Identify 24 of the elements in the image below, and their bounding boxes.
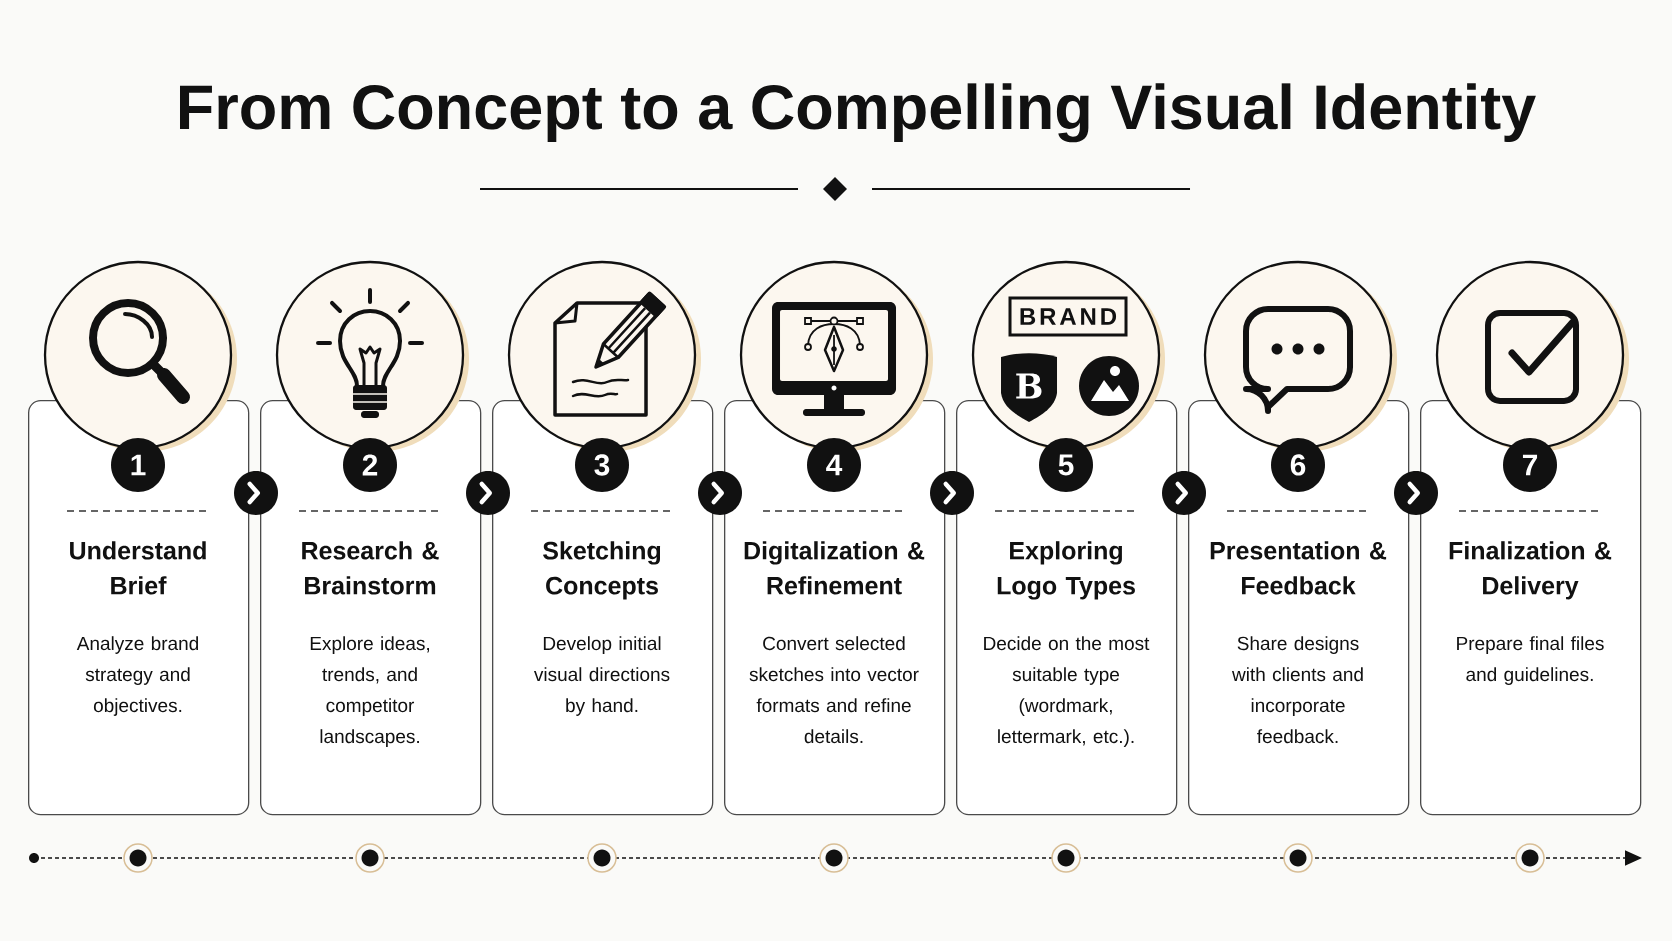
step-title: Exploring Logo Types <box>997 541 1135 600</box>
step-description: Convert selected sketches into vector formats and refine details. <box>749 636 919 744</box>
step-description: Develop initial visual directions by hand. <box>533 636 670 716</box>
step-number: 2 <box>343 438 397 492</box>
step-number: 3 <box>575 438 629 492</box>
step-title: Sketching Concepts <box>543 541 661 600</box>
step-title: Research & Brainstorm <box>302 541 439 595</box>
step-title: Presentation & Feedback <box>1210 541 1387 595</box>
shield-badge: B <box>1001 353 1057 422</box>
step-description: Explore ideas, trends, and competitor landscapes. <box>310 636 429 747</box>
step-description: Prepare final files and guidelines. <box>1457 636 1604 685</box>
step-number: 5 <box>1039 438 1093 492</box>
word-box: BRAND <box>1008 296 1128 337</box>
step-title: Finalization & Delivery <box>1449 541 1612 600</box>
step-description: Analyze brand strategy and objectives. <box>76 636 198 716</box>
step-number: 1 <box>111 438 165 492</box>
step-description: Share designs with clients and incorporate feedback. <box>1232 636 1363 744</box>
step-title: Understand Brief <box>70 541 206 595</box>
title: From Concept to a Compelling Visual Identity <box>180 83 1536 143</box>
step-number: 6 <box>1271 438 1325 492</box>
step-title: Digitalization & Refinement <box>744 541 925 595</box>
step-number: 4 <box>807 438 861 492</box>
step-number: 7 <box>1503 438 1557 492</box>
step-description: Decide on the most suitable type (wordmark, lettermark, etc.). <box>984 636 1150 747</box>
